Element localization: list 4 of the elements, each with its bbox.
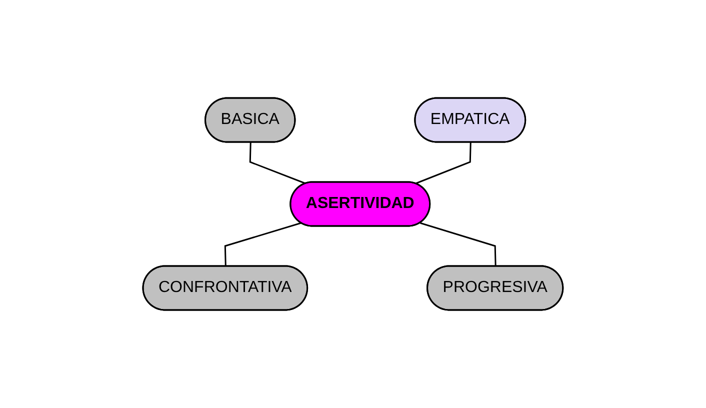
connector	[420, 222, 496, 266]
connector	[249, 142, 306, 184]
connector	[415, 142, 472, 184]
connector	[224, 222, 302, 267]
